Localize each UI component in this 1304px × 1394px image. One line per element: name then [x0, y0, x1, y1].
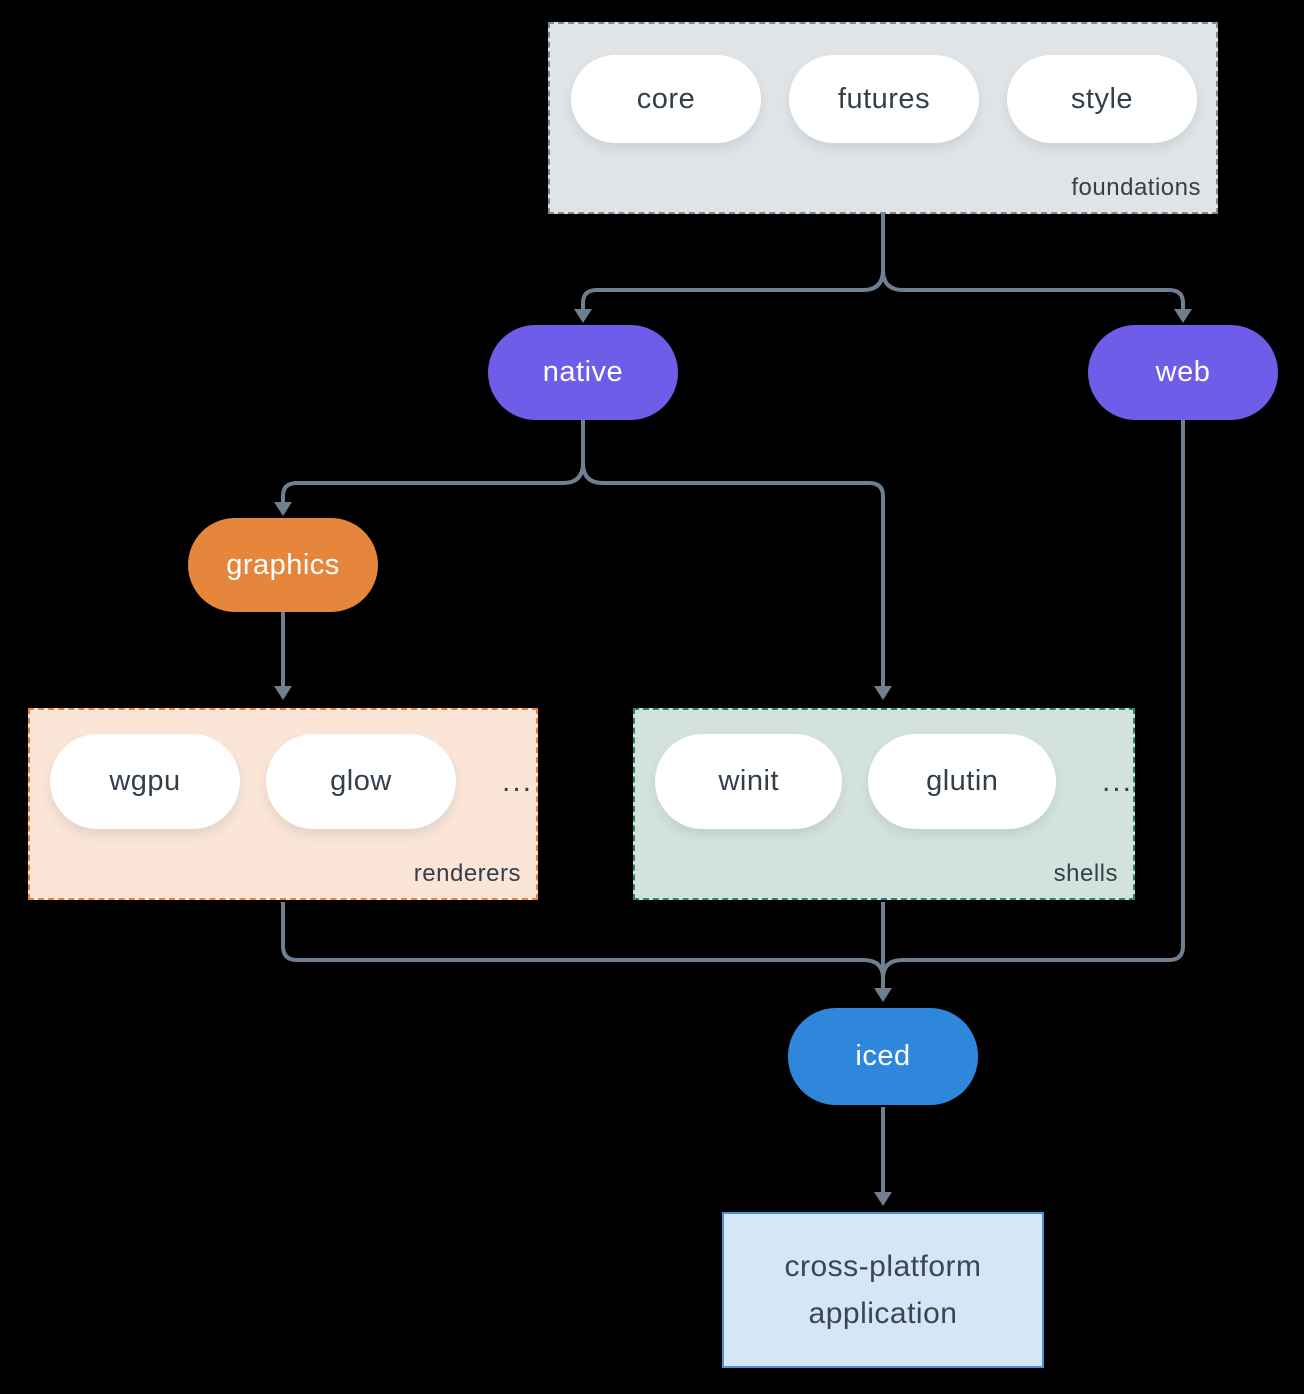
renderers-pill-row: wgpu glow ... — [30, 710, 536, 829]
renderers-group: wgpu glow ... renderers — [28, 708, 538, 900]
arrowhead-graphics — [274, 502, 292, 516]
edge-renderers-iced — [281, 902, 885, 979]
arrowhead-renderers — [274, 686, 292, 700]
shells-pill-row: winit glutin ... — [635, 710, 1133, 829]
renderers-group-label: renderers — [413, 860, 521, 887]
edge-foundations-native — [581, 214, 885, 309]
foundations-group: core futures style foundations — [548, 22, 1218, 214]
edge-web-iced — [881, 420, 1185, 979]
node-graphics: graphics — [188, 518, 378, 612]
foundations-pill-row: core futures style — [550, 24, 1216, 143]
application-label-line1: cross-platform — [784, 1250, 982, 1283]
shells-group: winit glutin ... shells — [633, 708, 1135, 900]
arrowhead-shells — [874, 686, 892, 700]
cross-platform-application-box: cross-platform application — [722, 1212, 1044, 1368]
foundations-group-label: foundations — [1071, 174, 1201, 201]
node-glutin: glutin — [868, 734, 1056, 829]
node-style: style — [1007, 55, 1197, 143]
arrowhead-native — [574, 309, 592, 323]
edge-native-graphics — [281, 420, 585, 502]
node-native: native — [488, 325, 678, 420]
node-core: core — [571, 55, 761, 143]
renderers-ellipsis: ... — [502, 764, 534, 798]
arrowhead-application — [874, 1192, 892, 1206]
shells-group-label: shells — [1053, 860, 1118, 887]
edge-native-shells — [581, 462, 885, 686]
node-wgpu: wgpu — [50, 734, 240, 829]
arrowhead-web — [1174, 309, 1192, 323]
node-iced: iced — [788, 1008, 978, 1105]
shells-ellipsis: ... — [1101, 764, 1133, 798]
edge-foundations-web — [881, 269, 1185, 309]
application-label-line2: application — [808, 1297, 958, 1330]
node-futures: futures — [789, 55, 979, 143]
node-web: web — [1088, 325, 1278, 420]
node-glow: glow — [266, 734, 456, 829]
node-winit: winit — [655, 734, 843, 829]
arrowhead-iced — [874, 988, 892, 1002]
